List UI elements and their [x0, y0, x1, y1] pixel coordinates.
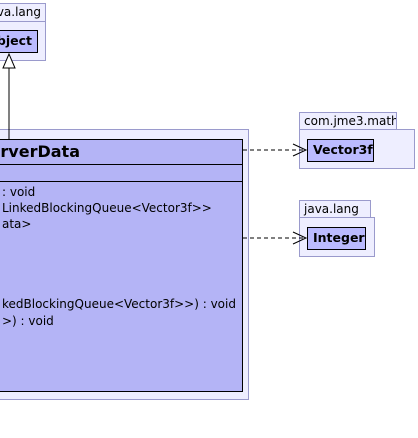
dependency-arrow-vector3f	[243, 143, 308, 157]
package-label-java-lang-top: java.lang	[0, 5, 41, 19]
class-object-name: Object	[0, 33, 32, 48]
attributes-separator	[0, 181, 242, 182]
class-server-data[interactable]: erverData : void LinkedBlockingQueue<Vec…	[0, 139, 243, 392]
class-server-data-title: erverData	[0, 140, 242, 165]
method-line: : void	[2, 185, 36, 199]
class-vector3f[interactable]: Vector3f	[307, 139, 374, 162]
method-line: kedBlockingQueue<Vector3f>>) : void	[2, 297, 236, 311]
method-line: ata>	[2, 217, 32, 231]
class-integer-name: Integer	[313, 230, 365, 245]
dependency-arrow-integer	[243, 231, 308, 245]
package-label-java-lang-right: java.lang	[304, 202, 359, 216]
method-line: LinkedBlockingQueue<Vector3f>>	[2, 201, 212, 215]
package-tab-com-jme3-math: com.jme3.math	[299, 112, 397, 130]
class-server-data-name: erverData	[0, 142, 80, 161]
class-object[interactable]: Object	[0, 30, 38, 53]
package-label-com-jme3-math: com.jme3.math	[304, 114, 397, 128]
method-line: >) : void	[2, 314, 54, 328]
class-integer[interactable]: Integer	[307, 227, 366, 250]
generalization-arrow	[2, 52, 16, 139]
class-vector3f-name: Vector3f	[313, 142, 373, 157]
